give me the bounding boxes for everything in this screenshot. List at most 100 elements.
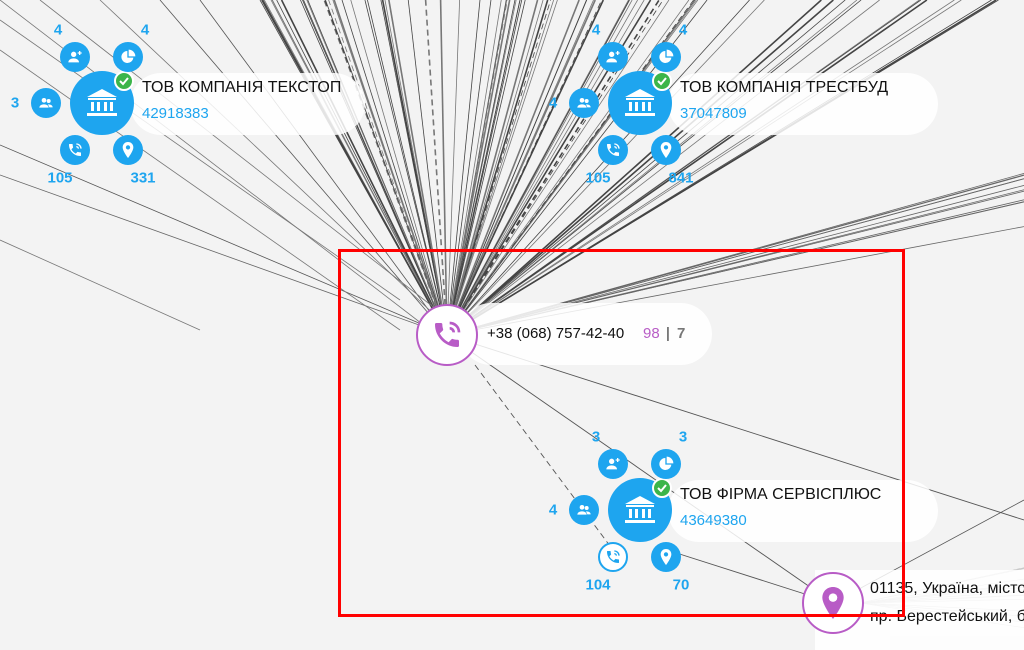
address-line-1: 01135, Україна, місто [870, 580, 1024, 597]
persons-satellite-button[interactable] [569, 495, 599, 525]
graph-edge [446, 0, 461, 336]
graph-edge [446, 0, 670, 336]
graph-edge [446, 0, 690, 336]
company-name: ТОВ КОМПАНІЯ ТРЕСТБУД [680, 79, 889, 96]
phone-signal-icon [605, 549, 621, 565]
graph-edge [439, 0, 448, 336]
company-card[interactable]: ТОВ ФІРМА СЕРВІСПЛЮС 43649380 [668, 480, 938, 542]
addresses-satellite-button[interactable] [651, 542, 681, 572]
addresses-count: 70 [672, 576, 690, 594]
phone-node[interactable] [416, 304, 478, 366]
addresses-count: 331 [130, 169, 156, 187]
graph-edge [446, 0, 858, 336]
shares-count: 3 [678, 428, 688, 446]
graph-edge [407, 0, 448, 336]
graph-edge [381, 0, 448, 336]
founders-satellite-button[interactable] [60, 42, 90, 72]
pie-chart-icon [658, 456, 674, 472]
graph-edge [446, 0, 508, 336]
people-icon [576, 95, 592, 111]
graph-edge [446, 0, 605, 336]
phones-count: 105 [585, 169, 611, 187]
phones-satellite-button[interactable] [598, 542, 628, 572]
bank-building-icon [625, 89, 655, 116]
graph-edge [39, 0, 451, 321]
graph-edge [446, 0, 558, 336]
people-icon [38, 95, 54, 111]
graph-edge [446, 0, 962, 336]
shares-count: 4 [140, 21, 150, 39]
graph-edge [446, 0, 521, 336]
graph-edge [99, 0, 441, 321]
graph-edge [341, 0, 448, 336]
graph-edge [446, 0, 492, 336]
graph-edge [159, 0, 448, 336]
graph-edge [0, 144, 448, 336]
address-line-2: пр. Берестейський, б [870, 608, 1024, 625]
verified-check-icon [114, 71, 134, 91]
company-card[interactable]: ТОВ КОМПАНІЯ ТРЕСТБУД 37047809 [668, 73, 938, 135]
pie-chart-icon [658, 49, 674, 65]
graph-edge [446, 0, 594, 336]
graph-edge [388, 0, 448, 336]
pie-chart-icon [120, 49, 136, 65]
phones-satellite-button[interactable] [598, 135, 628, 165]
verified-check-icon [652, 478, 672, 498]
graph-edge [0, 49, 401, 331]
graph-edge [446, 0, 834, 336]
verified-check-icon [652, 71, 672, 91]
graph-edge [303, 0, 448, 336]
location-pin-icon [822, 587, 844, 619]
graph-edge [280, 0, 448, 336]
location-pin-icon [121, 142, 135, 158]
phone-signal-icon [605, 142, 621, 158]
graph-edge [446, 0, 552, 336]
graph-edge [446, 0, 539, 336]
graph-edge [446, 334, 834, 604]
graph-edge [446, 0, 544, 336]
bank-building-icon [625, 496, 655, 523]
phones-satellite-button[interactable] [60, 135, 90, 165]
graph-edge [0, 174, 448, 336]
phones-count: 104 [585, 576, 611, 594]
persons-count: 3 [10, 94, 20, 112]
graph-edge [446, 0, 587, 336]
persons-count: 4 [548, 501, 558, 519]
graph-edge [446, 0, 765, 336]
shares-count: 4 [678, 21, 688, 39]
graph-edge [446, 0, 549, 336]
shares-satellite-button[interactable] [113, 42, 143, 72]
company-code[interactable]: 43649380 [680, 512, 747, 529]
location-pin-icon [659, 549, 673, 565]
selection-rectangle [338, 249, 905, 617]
people-icon [576, 502, 592, 518]
phone-card[interactable]: +38 (068) 757-42-40 98 | 7 [460, 303, 712, 365]
graph-edge [446, 0, 955, 336]
add-person-icon [605, 456, 621, 472]
address-node[interactable] [802, 572, 864, 634]
company-code[interactable]: 42918383 [142, 105, 209, 122]
company-card[interactable]: ТОВ КОМПАНІЯ ТЕКСТОП 42918383 [130, 73, 365, 135]
add-person-icon [67, 49, 83, 65]
graph-edge [446, 0, 554, 336]
bank-building-icon [87, 89, 117, 116]
graph-edge [446, 0, 516, 336]
shares-satellite-button[interactable] [651, 449, 681, 479]
founders-satellite-button[interactable] [598, 449, 628, 479]
addresses-satellite-button[interactable] [651, 135, 681, 165]
founders-satellite-button[interactable] [598, 42, 628, 72]
graph-edge [446, 0, 922, 336]
founders-count: 4 [53, 21, 63, 39]
founders-count: 4 [591, 21, 601, 39]
graph-edge [350, 0, 448, 336]
addresses-count: 841 [668, 169, 694, 187]
location-pin-icon [659, 142, 673, 158]
persons-satellite-button[interactable] [569, 88, 599, 118]
company-code[interactable]: 37047809 [680, 105, 747, 122]
phone-count-b: 7 [677, 325, 686, 342]
graph-edge [261, 0, 448, 336]
persons-satellite-button[interactable] [31, 88, 61, 118]
addresses-satellite-button[interactable] [113, 135, 143, 165]
graph-edge [325, 0, 448, 336]
shares-satellite-button[interactable] [651, 42, 681, 72]
